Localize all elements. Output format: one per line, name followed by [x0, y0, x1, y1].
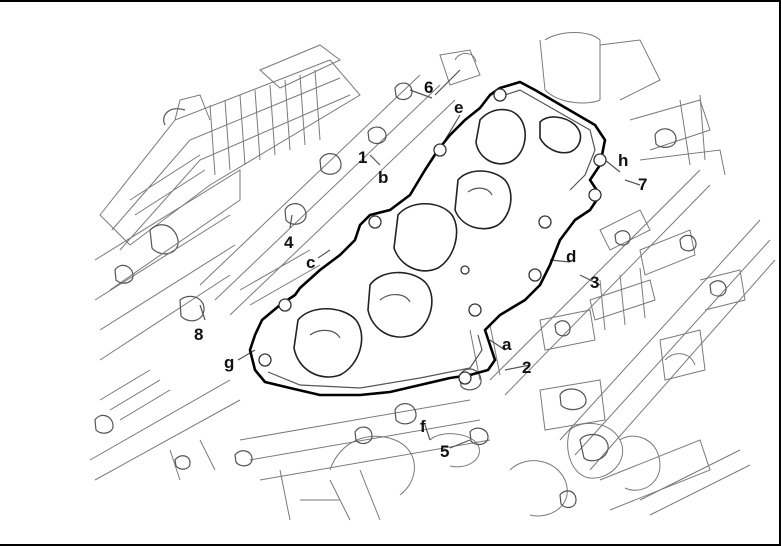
callout-e: e [454, 98, 463, 117]
callout-d: d [566, 247, 576, 266]
callout-g: g [224, 353, 234, 372]
engine-background-linework [89, 32, 776, 521]
callout-c: c [306, 253, 315, 272]
gasket-bolts [258, 88, 607, 385]
callout-3: 3 [590, 273, 599, 292]
frame-top-rule [0, 0, 781, 2]
callout-a: a [502, 335, 512, 354]
intake-ports [293, 108, 582, 378]
intake-manifold-gasket [248, 80, 607, 397]
callout-1: 1 [358, 148, 367, 167]
callout-labels: 6 e 1 b h 7 4 c d 3 8 g a 2 f 5 [194, 78, 647, 461]
callout-2: 2 [522, 358, 531, 377]
callout-h: h [618, 151, 628, 170]
frame-bottom-rule [0, 544, 781, 546]
callout-7: 7 [638, 175, 647, 194]
callout-6: 6 [424, 78, 433, 97]
callout-leader-lines [199, 69, 641, 449]
callout-4: 4 [284, 233, 294, 252]
frame-right-rule [779, 0, 781, 546]
callout-f: f [420, 417, 426, 436]
callout-b: b [378, 168, 388, 187]
callout-8: 8 [194, 325, 203, 344]
callout-5: 5 [440, 442, 449, 461]
